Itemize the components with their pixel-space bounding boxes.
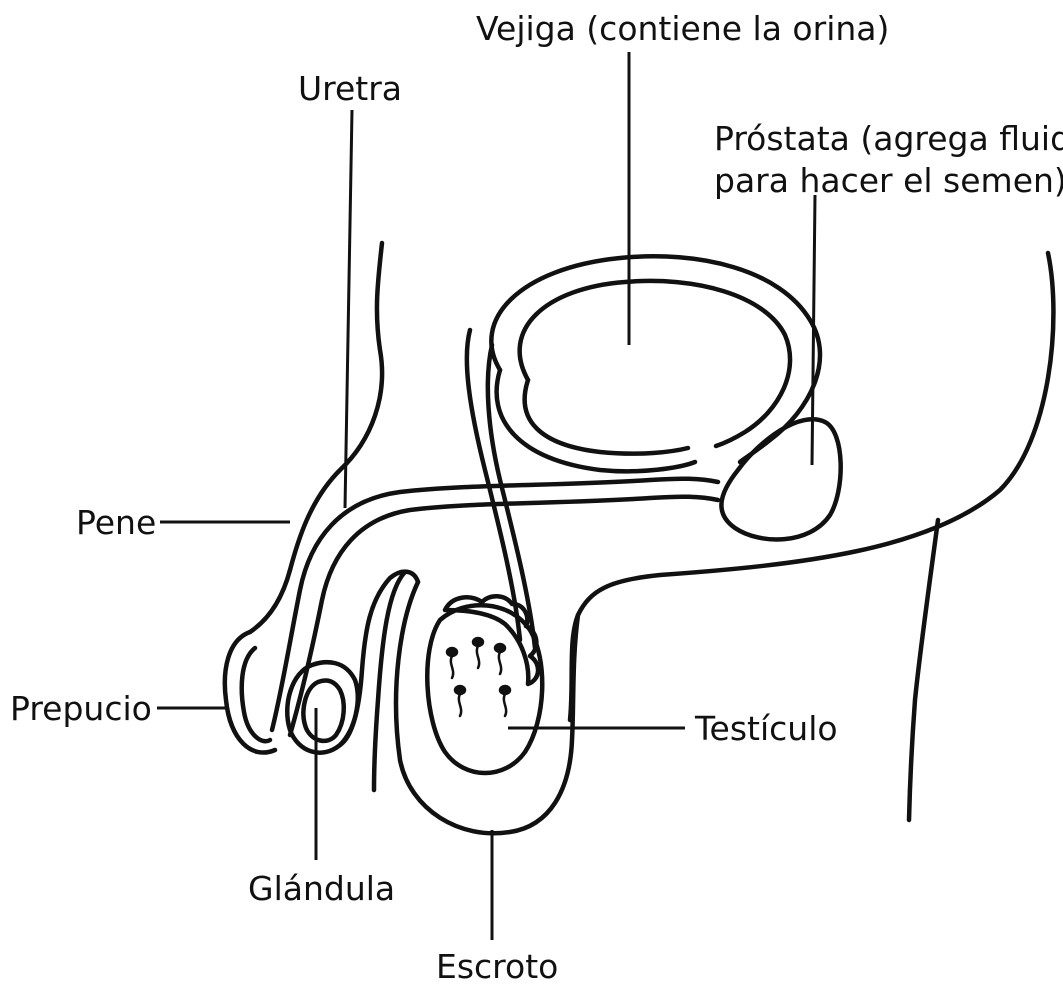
label-prepucio: Prepucio: [10, 689, 152, 728]
label-escroto: Escroto: [436, 947, 558, 986]
testis: [427, 605, 542, 773]
scrotum: [396, 582, 578, 833]
label-glandula: Glándula: [248, 869, 395, 908]
foreskin-inner: [242, 648, 270, 741]
label-pene: Pene: [76, 503, 156, 542]
epididymis: [445, 596, 538, 684]
label-vejiga: Vejiga (contiene la orina): [476, 9, 889, 48]
glans-inner: [303, 681, 343, 741]
penis-underside: [340, 572, 418, 745]
label-uretra: Uretra: [298, 69, 402, 108]
uretra-leader-line: [345, 110, 352, 508]
front-body-contour: [250, 243, 382, 632]
label-testiculo: Testículo: [694, 709, 838, 748]
sperm-cells: [447, 638, 510, 716]
thigh-contour: [909, 520, 938, 820]
bladder-inner-wall: [520, 281, 790, 446]
label-prostata-line1: Próstata (agrega fluido: [714, 119, 1063, 158]
bladder-lower-inner-wall: [525, 380, 688, 454]
label-prostata-line2: para hacer el semen): [714, 161, 1063, 200]
prostata-leader-line: [812, 195, 815, 465]
